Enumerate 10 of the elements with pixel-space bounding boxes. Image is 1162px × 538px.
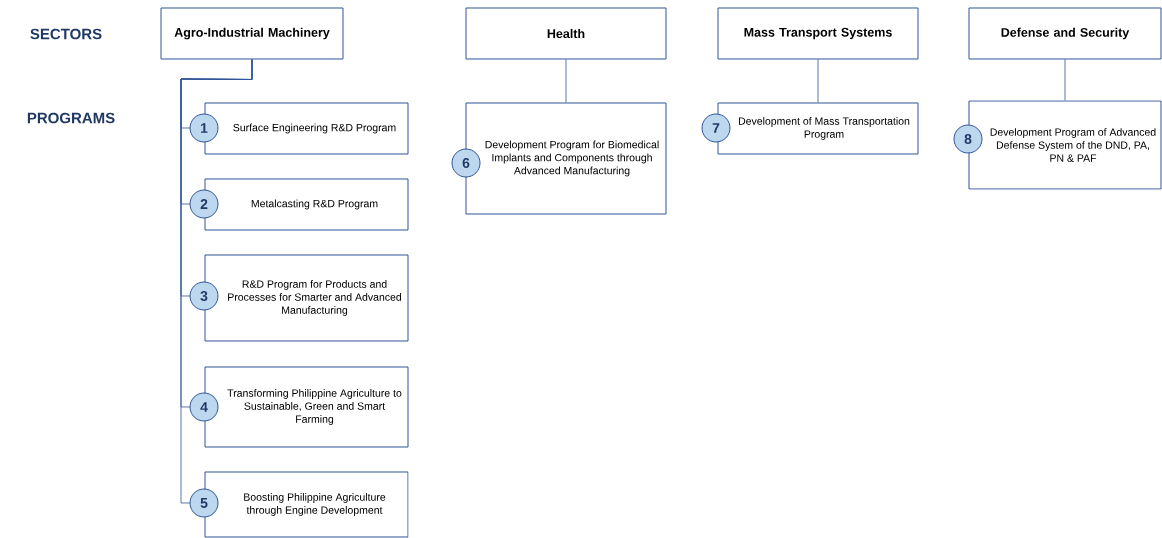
connector-line bbox=[1064, 59, 1066, 101]
connector-line bbox=[817, 59, 819, 103]
connector-line bbox=[565, 59, 567, 103]
row-heading: SECTORS bbox=[30, 28, 102, 40]
row-heading: PROGRAMS bbox=[27, 112, 115, 124]
connector-line bbox=[180, 59, 253, 504]
sector-box: Defense and Security bbox=[968, 7, 1162, 60]
sector-box: Health bbox=[465, 7, 667, 60]
sector-box: Agro-Industrial Machinery bbox=[160, 7, 344, 60]
sector-box: Mass Transport Systems bbox=[717, 7, 919, 60]
